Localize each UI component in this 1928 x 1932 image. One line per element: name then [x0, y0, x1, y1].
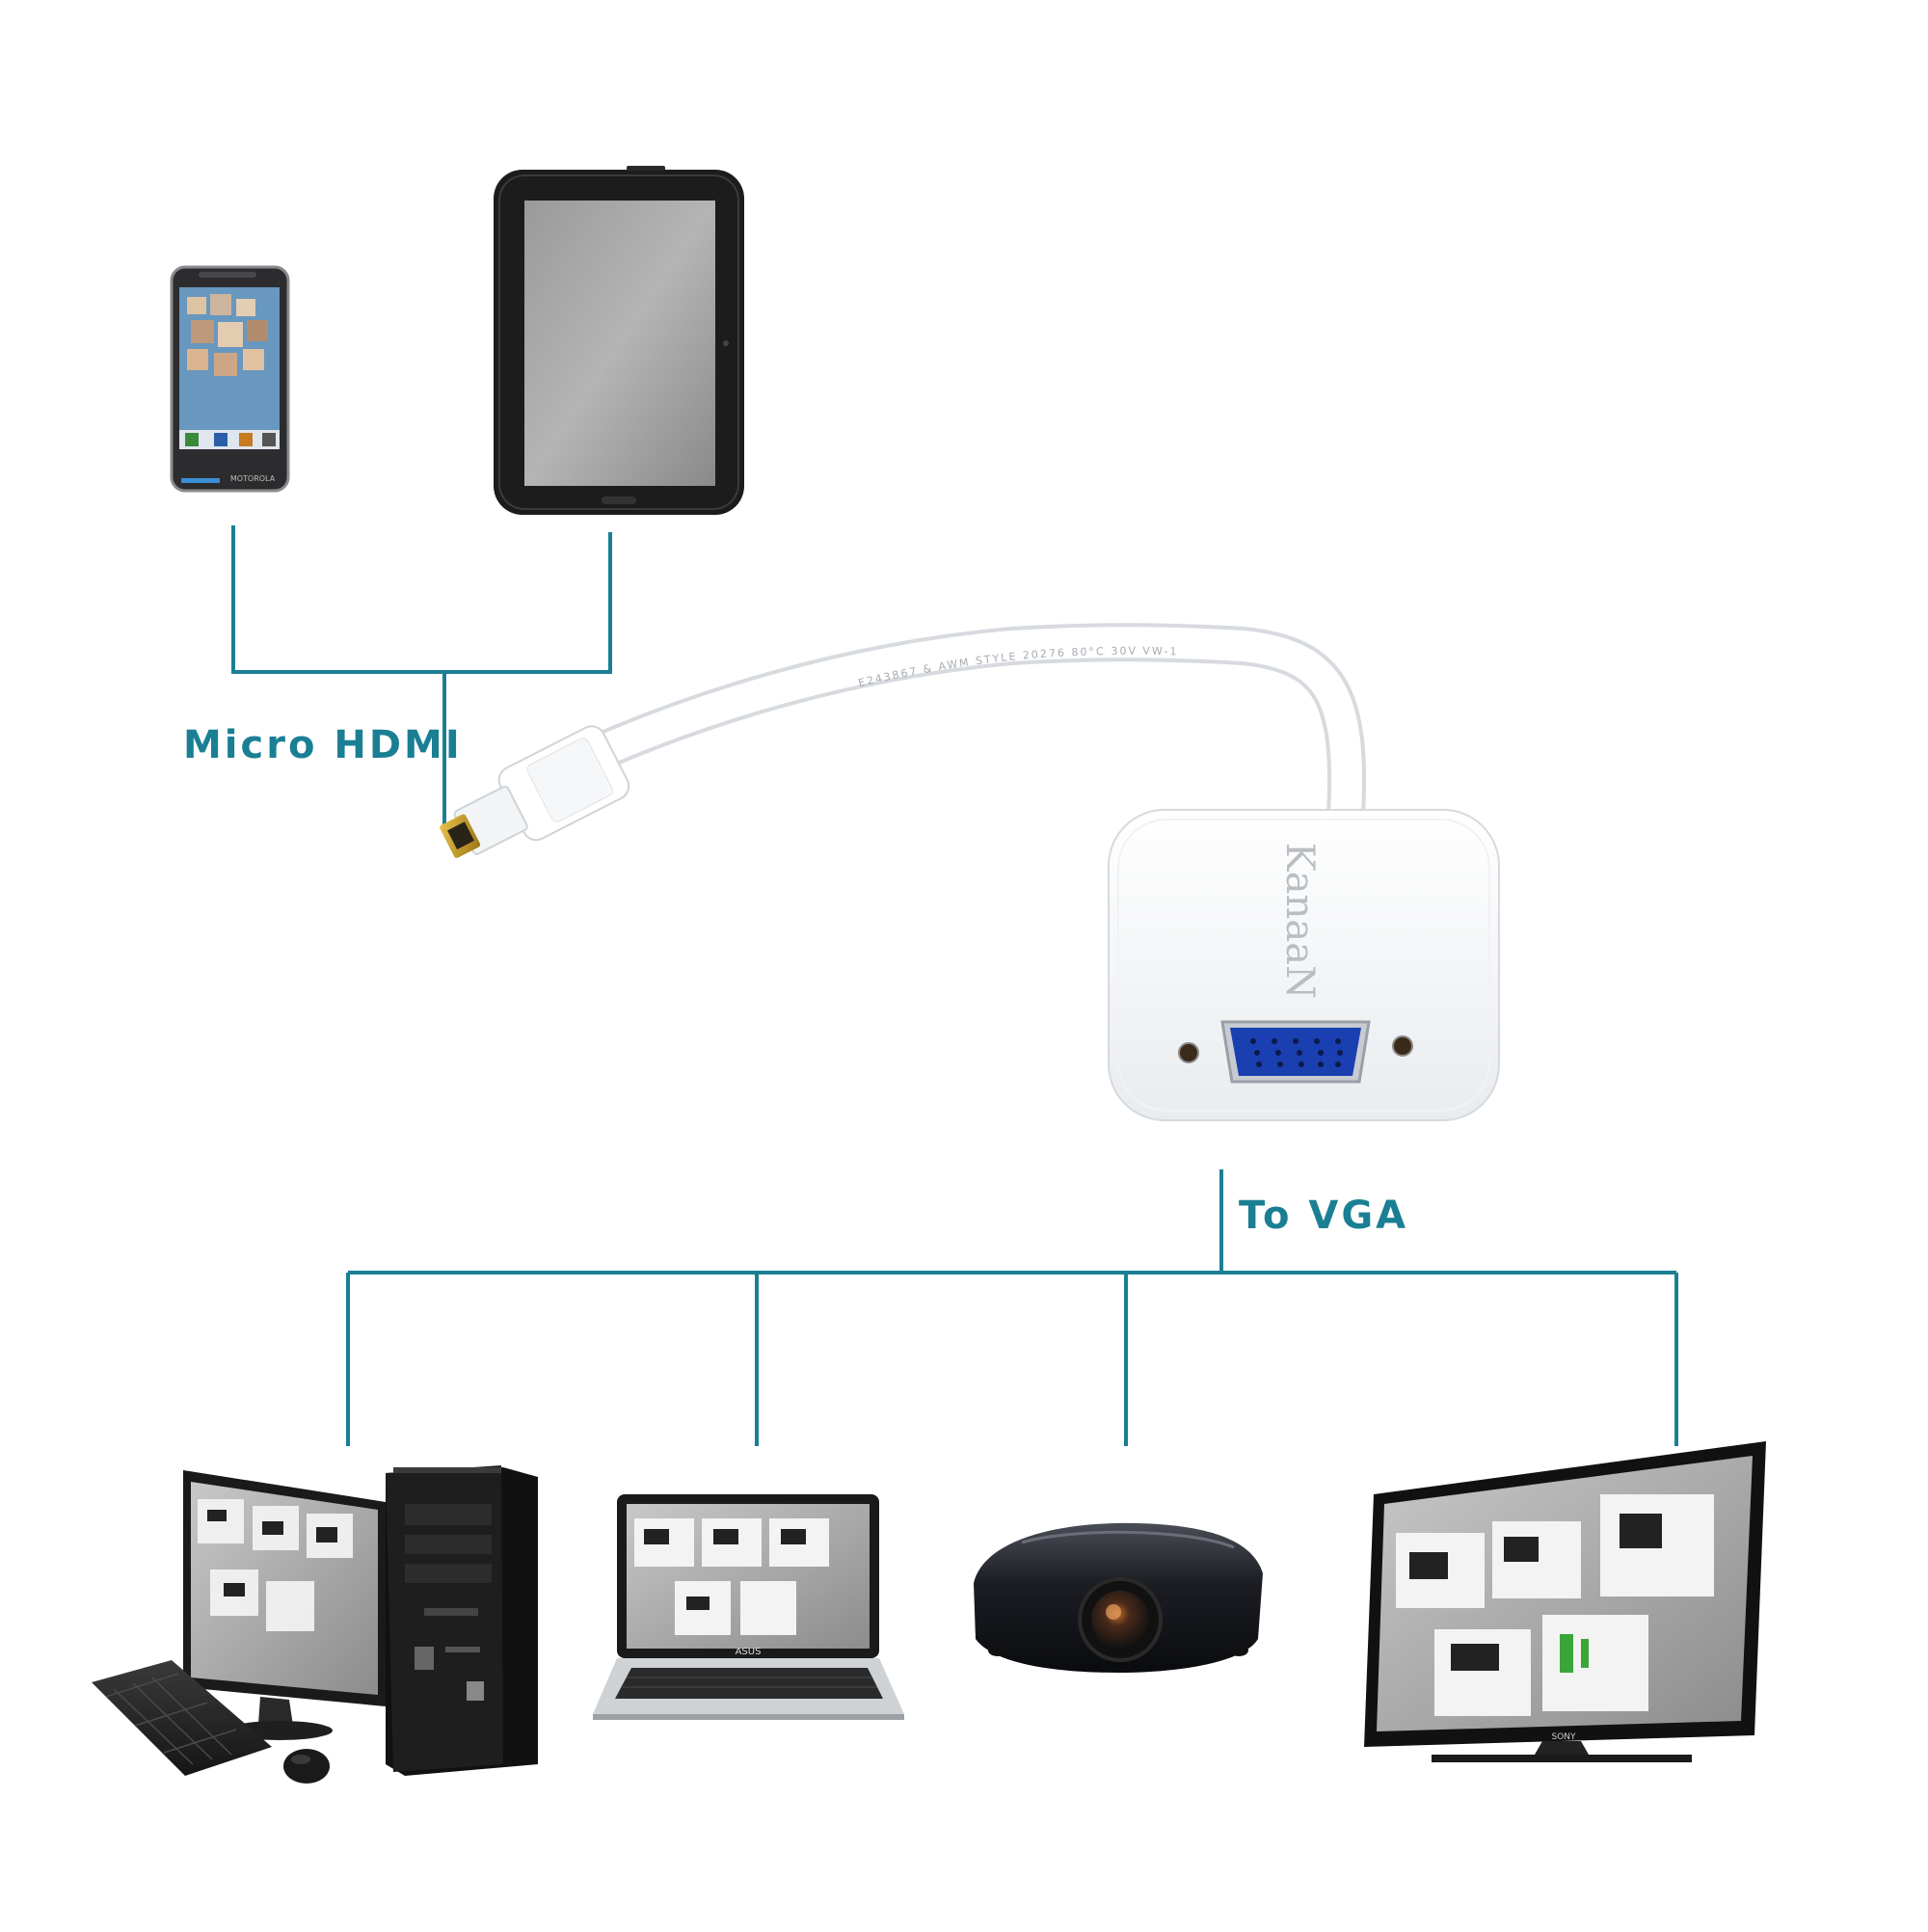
input-label-micro-hdmi: Micro HDMI — [183, 723, 463, 767]
projector-icon — [974, 1522, 1263, 1673]
tv-icon: SONY — [1364, 1441, 1766, 1762]
desktop-pc-icon — [92, 1465, 538, 1784]
smartphone-brand: MOTOROLA — [230, 474, 276, 483]
adapter-brand: KanaaN — [1277, 843, 1322, 999]
smartphone-icon: MOTOROLA — [170, 265, 290, 493]
laptop-icon: ASUS — [593, 1494, 904, 1720]
output-label-to-vga: To VGA — [1239, 1194, 1409, 1238]
line-smartphone-to-junction — [231, 525, 444, 674]
connector-lines — [231, 525, 1678, 1446]
laptop-brand: ASUS — [736, 1647, 762, 1657]
tablet-icon — [494, 166, 744, 515]
tv-brand: SONY — [1551, 1732, 1576, 1742]
micro-hdmi-to-vga-adapter-icon: E243867 & AWM STYLE 20276 80°C 30V VW-1 … — [440, 623, 1500, 1121]
line-tablet-to-junction — [444, 532, 612, 674]
